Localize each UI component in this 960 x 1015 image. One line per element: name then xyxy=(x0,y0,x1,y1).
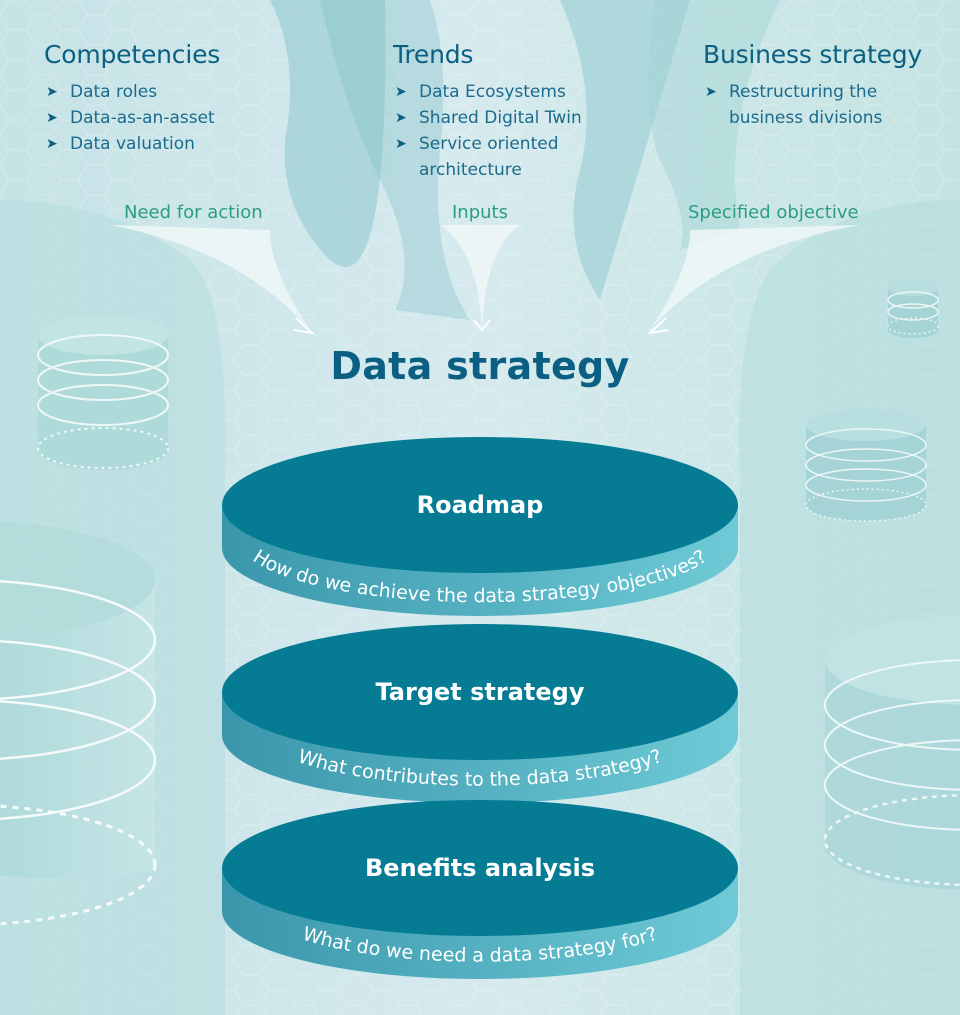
list-item: ➤Data roles xyxy=(44,79,220,105)
layer-roadmap-title: Roadmap xyxy=(417,491,544,519)
layer-benefits-analysis-title: Benefits analysis xyxy=(365,854,595,882)
column-competencies-title: Competencies xyxy=(44,40,221,69)
arrow-bullet-icon: ➤ xyxy=(395,84,407,100)
layer-target-strategy: What contributes to the data strategy? T… xyxy=(222,624,738,803)
column-business-strategy: Business strategy ➤Restructuring the bus… xyxy=(703,40,943,131)
arrow-bullet-icon: ➤ xyxy=(46,84,58,100)
arrow-bullet-icon: ➤ xyxy=(46,110,58,126)
column-competencies-list: ➤Data roles ➤Data-as-an-asset ➤Data valu… xyxy=(44,79,220,157)
list-item: ➤Shared Digital Twin xyxy=(393,105,613,131)
column-trends-list: ➤Data Ecosystems ➤Shared Digital Twin ➤S… xyxy=(393,79,613,183)
list-item: ➤Data valuation xyxy=(44,131,220,157)
arrow-bullet-icon: ➤ xyxy=(395,110,407,126)
column-business-strategy-title: Business strategy xyxy=(703,40,923,69)
arrow-bullet-icon: ➤ xyxy=(705,84,717,100)
column-competencies: Competencies ➤Data roles ➤Data-as-an-ass… xyxy=(44,40,220,157)
column-business-strategy-list: ➤Restructuring the business divisions xyxy=(703,79,943,131)
list-item: ➤Restructuring the business divisions xyxy=(703,79,889,131)
list-item: ➤Service oriented architecture xyxy=(393,131,579,183)
layer-roadmap: How do we achieve the data strategy obje… xyxy=(222,437,738,616)
list-item: ➤Data Ecosystems xyxy=(393,79,613,105)
column-trends: Trends ➤Data Ecosystems ➤Shared Digital … xyxy=(393,40,613,183)
arrow-bullet-icon: ➤ xyxy=(395,136,407,152)
list-item: ➤Data-as-an-asset xyxy=(44,105,220,131)
layer-target-strategy-title: Target strategy xyxy=(376,678,585,706)
column-trends-title: Trends xyxy=(393,40,474,69)
flow-label-specified-objective: Specified objective xyxy=(688,202,859,223)
layer-benefits-analysis: What do we need a data strategy for? Ben… xyxy=(222,800,738,979)
flow-label-inputs: Inputs xyxy=(452,202,508,223)
arrow-bullet-icon: ➤ xyxy=(46,136,58,152)
flow-label-need-for-action: Need for action xyxy=(124,202,263,223)
page-title: Data strategy xyxy=(330,344,630,388)
